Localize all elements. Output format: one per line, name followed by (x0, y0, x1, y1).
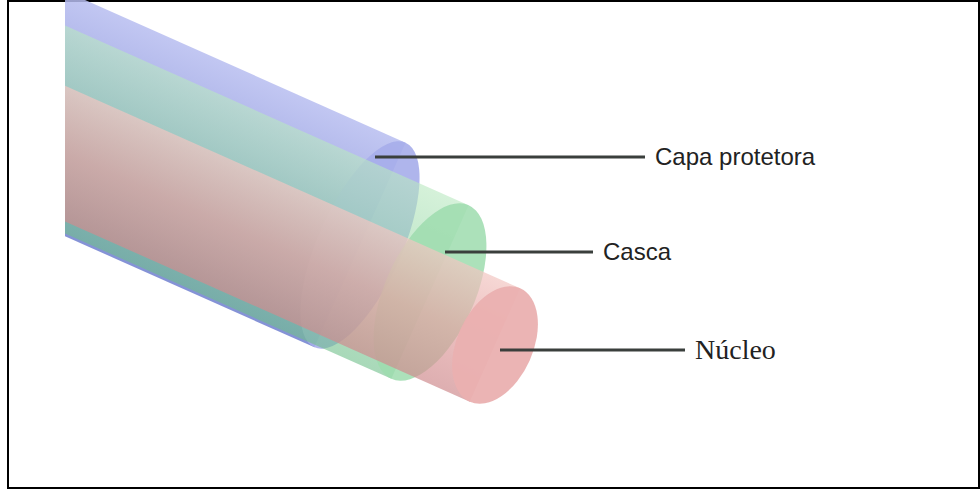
core (65, 4, 555, 417)
leader-lines (375, 157, 685, 350)
part-label: Casca (603, 238, 671, 266)
core-body (65, 4, 520, 402)
leader-line (445, 251, 593, 254)
part-label: Capa protetora (655, 143, 815, 171)
leader-line (500, 349, 685, 352)
core-end (435, 273, 555, 417)
cable (65, 0, 555, 417)
leader-line (375, 156, 645, 159)
part-label: Núcleo (695, 334, 776, 366)
